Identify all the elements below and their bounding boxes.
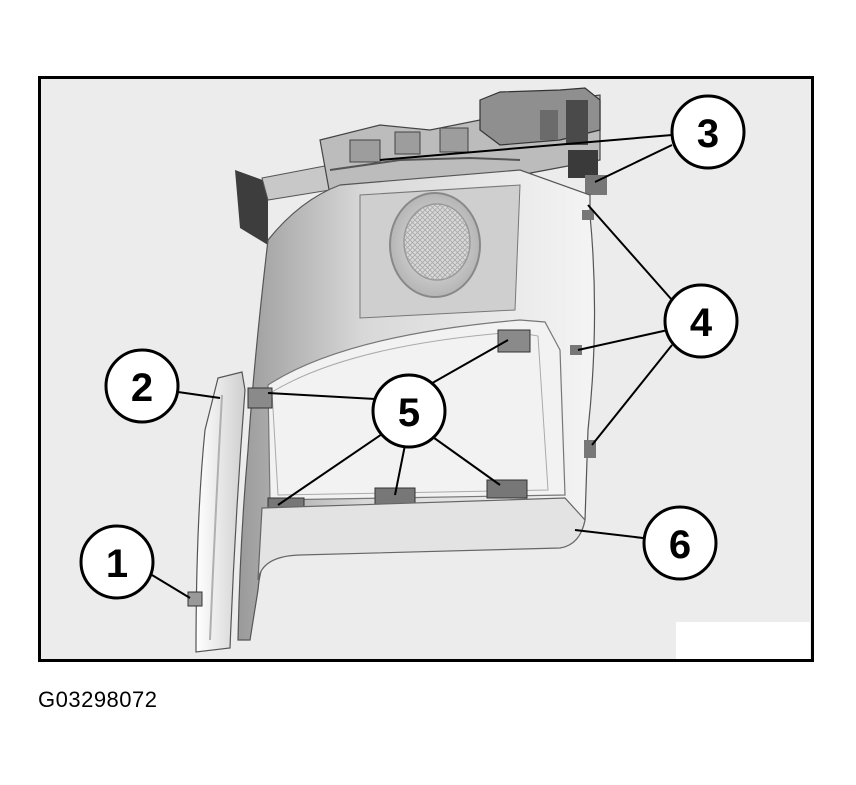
top-bracket-assembly	[235, 87, 607, 245]
callout-3-label: 3	[697, 112, 719, 156]
callout-5-label: 5	[398, 391, 420, 435]
callout-4-label: 4	[690, 301, 713, 345]
callout-2: 2	[104, 348, 180, 424]
leader-lines	[151, 134, 673, 599]
speaker-section	[359, 184, 521, 319]
callout-6-label: 6	[669, 523, 691, 567]
side-trim-strip	[195, 371, 246, 653]
callout-2-label: 2	[131, 366, 153, 410]
callout-6: 6	[642, 505, 718, 581]
callout-1: 1	[79, 524, 155, 600]
callout-5: 5	[371, 373, 447, 449]
callout-1-label: 1	[106, 542, 128, 586]
callout-4: 4	[663, 283, 739, 359]
lower-trim-band	[257, 497, 586, 581]
figure-id-label: G03298072	[38, 687, 158, 712]
side-strip-clip	[187, 591, 203, 607]
callout-3: 3	[670, 94, 746, 170]
frame-corner-patch	[676, 622, 810, 659]
